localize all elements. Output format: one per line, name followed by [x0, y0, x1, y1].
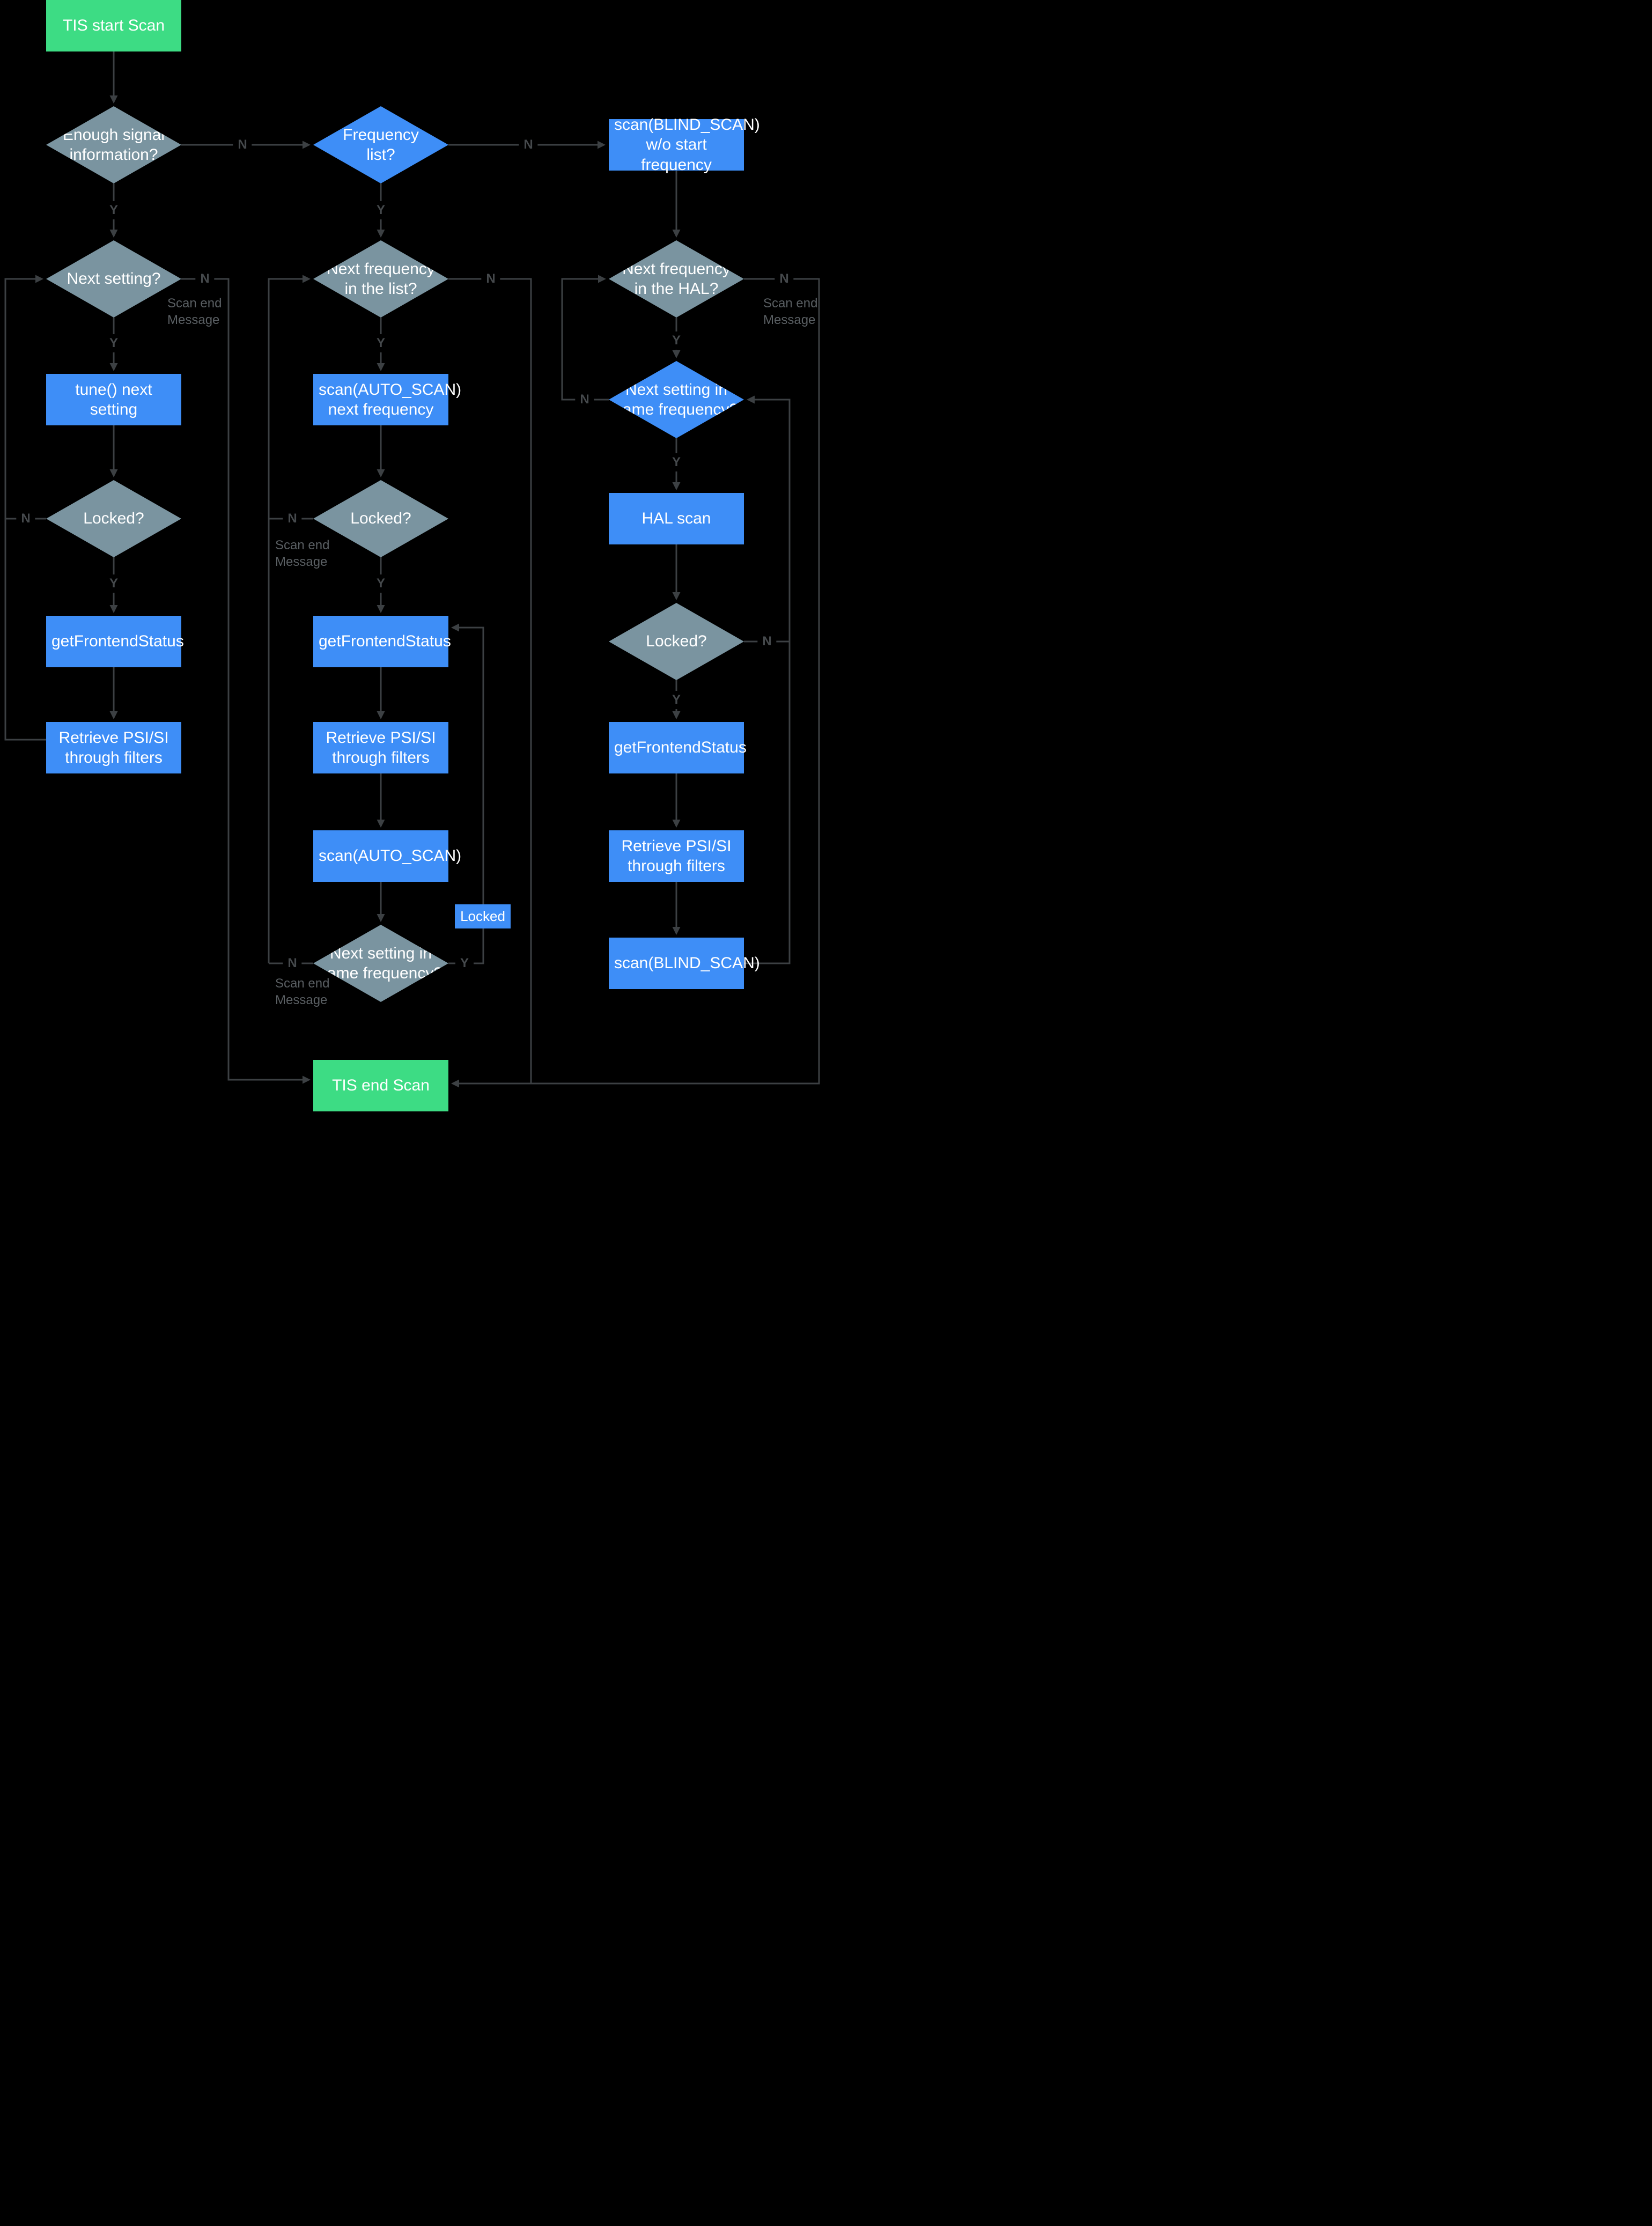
- node-tis-start-scan: TIS start Scan: [46, 0, 181, 51]
- note-scan-end-message: Scan end Message: [167, 296, 222, 328]
- node-label: Retrieve PSI/SI through filters: [326, 728, 436, 767]
- edge-retrieve-left-loop: [4, 275, 46, 741]
- edge-label-yes: Y: [455, 954, 474, 972]
- node-retrieve-psi-si-left: Retrieve PSI/SI through filters: [46, 722, 181, 773]
- node-scan-blind-scan-wo-start-frequency: scan(BLIND_SCAN) w/o start frequency: [609, 116, 760, 174]
- edge-label-no: N: [575, 390, 594, 409]
- node-label: getFrontendStatus: [51, 632, 184, 651]
- node-label: Retrieve PSI/SI through filters: [621, 837, 732, 875]
- edge-label-no: N: [283, 510, 302, 528]
- edge-label-yes: Y: [104, 334, 123, 352]
- edge-label-no: N: [283, 954, 302, 972]
- edge-blindscan-right-loop: [744, 395, 791, 964]
- node-tis-end-scan: TIS end Scan: [313, 1060, 448, 1111]
- node-scan-blind-scan: scan(BLIND_SCAN): [609, 938, 760, 989]
- edge-label-no: N: [233, 136, 252, 154]
- node-label: Frequency list?: [343, 126, 419, 164]
- node-label: Next setting?: [67, 270, 161, 288]
- node-label: getFrontendStatus: [614, 739, 747, 757]
- node-label: scan(AUTO_SCAN): [319, 847, 462, 865]
- edge-label-yes: Y: [371, 201, 390, 219]
- node-label: Enough signal information?: [62, 126, 165, 164]
- edge-label-no: N: [519, 136, 538, 154]
- node-label: scan(BLIND_SCAN) w/o start frequency: [614, 115, 760, 174]
- node-hal-scan: HAL scan: [609, 493, 744, 544]
- edge-label-yes: Y: [667, 331, 686, 350]
- edge-label-yes: Y: [371, 334, 390, 352]
- edge-label-yes: Y: [667, 691, 686, 709]
- node-label: scan(AUTO_SCAN) next frequency: [319, 380, 462, 419]
- edge-label-yes: Y: [667, 453, 686, 471]
- node-retrieve-psi-si-right: Retrieve PSI/SI through filters: [609, 830, 744, 882]
- node-get-frontend-status-mid: getFrontendStatus: [313, 616, 451, 667]
- node-scan-auto-scan: scan(AUTO_SCAN): [313, 830, 462, 882]
- node-label: Locked?: [83, 510, 144, 528]
- edge-label-yes: Y: [104, 201, 123, 219]
- edge-nextfreqlist-n-down: [448, 278, 532, 1083]
- edge-label-yes: Y: [371, 574, 390, 593]
- edge-label-no: N: [775, 270, 794, 288]
- node-label: Locked?: [350, 510, 411, 528]
- edge-label-no: N: [16, 510, 35, 528]
- edge-label-no: N: [757, 632, 777, 651]
- node-scan-auto-scan-next-frequency: scan(AUTO_SCAN) next frequency: [313, 374, 462, 425]
- node-get-frontend-status-right: getFrontendStatus: [609, 722, 747, 773]
- node-label: HAL scan: [641, 510, 711, 528]
- note-scan-end-message: Scan end Message: [275, 538, 330, 570]
- note-scan-end-message: Scan end Message: [763, 296, 818, 328]
- node-label: Locked?: [646, 632, 707, 651]
- node-label: Next frequency in the list?: [327, 260, 435, 298]
- node-label: Next frequency in the HAL?: [622, 260, 731, 298]
- node-tune-next-setting: tune() next setting: [46, 374, 181, 425]
- tag-locked: Locked: [455, 904, 511, 928]
- node-label: Locked: [460, 908, 505, 925]
- node-label: TIS start Scan: [62, 17, 165, 35]
- flowchart-canvas: TIS start Scan Enough signal information…: [0, 0, 826, 1113]
- node-get-frontend-status-left: getFrontendStatus: [46, 616, 184, 667]
- node-label: scan(BLIND_SCAN): [614, 954, 760, 972]
- note-scan-end-message: Scan end Message: [275, 976, 330, 1008]
- node-label: Retrieve PSI/SI through filters: [58, 728, 169, 767]
- node-retrieve-psi-si-mid: Retrieve PSI/SI through filters: [313, 722, 448, 773]
- edge-mid-loop-up: [268, 275, 311, 963]
- edge-samefreq-blue-n-loop: [561, 275, 609, 401]
- node-label: getFrontendStatus: [319, 632, 451, 651]
- node-label: tune() next setting: [75, 380, 152, 419]
- edge-label-no: N: [481, 270, 500, 288]
- edge-label-no: N: [195, 270, 215, 288]
- edge-label-yes: Y: [104, 574, 123, 593]
- node-label: TIS end Scan: [332, 1077, 430, 1095]
